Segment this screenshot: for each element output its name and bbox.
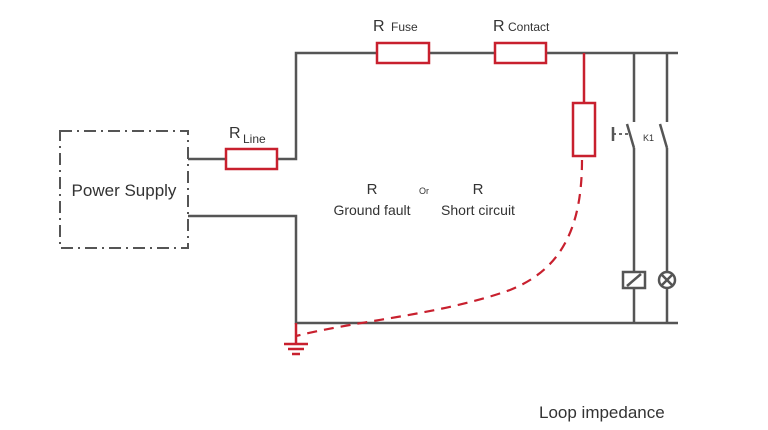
- resistor-line: [224, 147, 279, 171]
- wire-rline-to-fuse: [277, 51, 377, 161]
- or-label: Or: [419, 186, 429, 196]
- relay-branch: [621, 53, 647, 323]
- label-r-fuse: R Fuse: [373, 18, 418, 35]
- relay-k1-label: K1: [643, 133, 654, 143]
- r-contact-subscript: Contact: [508, 20, 550, 34]
- relay-coil-icon: [621, 270, 647, 290]
- wire-return-bus: [188, 214, 678, 325]
- diagram-title: Loop impedance: [539, 403, 665, 422]
- resistor-contact: [493, 41, 548, 65]
- r-fuse-symbol: R: [373, 18, 385, 35]
- label-r-line: R Line: [229, 125, 266, 146]
- r-contact-symbol: R: [493, 18, 505, 35]
- resistor-fuse: [375, 41, 431, 65]
- r-line-symbol: R: [229, 125, 241, 142]
- ground-icon: [284, 323, 308, 356]
- lamp-icon: [657, 270, 677, 290]
- power-supply-box: [59, 130, 189, 249]
- resistor-fault: [571, 101, 597, 158]
- ground-fault-label: Ground fault: [333, 202, 410, 218]
- push-button-actuator-icon: [611, 127, 629, 141]
- fault-current-path: [295, 159, 584, 338]
- ground-fault-symbol: R: [367, 181, 378, 198]
- r-line-subscript: Line: [243, 132, 266, 146]
- r-fuse-subscript: Fuse: [391, 20, 418, 34]
- short-circuit-label: Short circuit: [441, 202, 515, 218]
- short-circuit-symbol: R: [473, 181, 484, 198]
- label-r-contact: R Contact: [493, 18, 550, 35]
- lamp-branch: [657, 53, 677, 323]
- power-supply-label: Power Supply: [72, 181, 177, 200]
